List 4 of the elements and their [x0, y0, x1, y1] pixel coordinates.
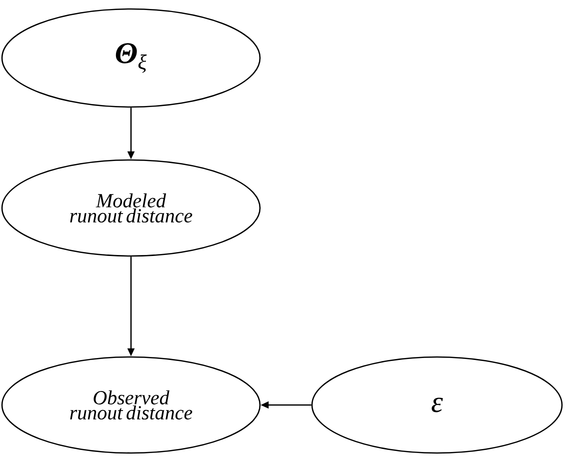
ellipse-node: Modeled runout distance: [1, 159, 261, 257]
ellipse-node: Θ$_{ξ}$: [1, 8, 261, 108]
ellipse-node: Observed runout distance: [1, 356, 261, 454]
ellipse-node: ε: [311, 356, 563, 454]
